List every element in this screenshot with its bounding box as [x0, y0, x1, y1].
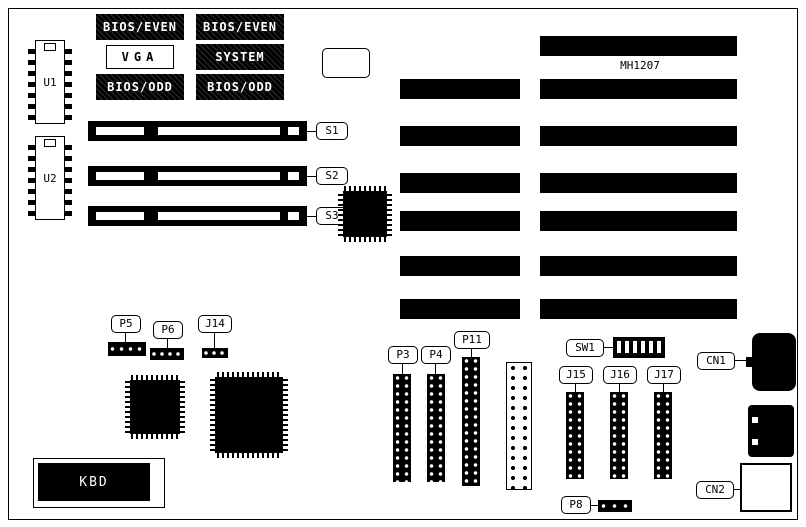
expansion-slot-bar — [540, 256, 737, 276]
chip-pins — [65, 140, 72, 216]
expansion-slot-bar — [400, 256, 520, 276]
chip-pins — [28, 44, 35, 120]
jumper-p6 — [150, 348, 184, 360]
callout-p5: P5 — [111, 315, 141, 333]
callout-p4: P4 — [421, 346, 451, 364]
connector-cn2 — [740, 463, 792, 512]
callout-j14: J14 — [198, 315, 232, 333]
jack-connector — [748, 405, 794, 457]
expansion-slot-bar — [540, 211, 737, 231]
pin-connector-strip — [506, 362, 532, 490]
expansion-slot-bar — [400, 299, 520, 319]
callout-j17: J17 — [647, 366, 681, 384]
callout-p8: P8 — [561, 496, 591, 514]
pin-header-j17 — [654, 392, 672, 479]
callout-s1: S1 — [316, 122, 348, 140]
simm-slot-s1 — [88, 121, 307, 141]
expansion-slot-bar — [400, 211, 520, 231]
din-connector-cn1 — [746, 333, 796, 391]
kbd-label: KBD — [79, 474, 109, 490]
rom-chip-system: SYSTEM — [196, 44, 284, 70]
rom-chip-vga: VGA — [106, 45, 174, 69]
pin-header-j15 — [566, 392, 584, 479]
callout-j15: J15 — [559, 366, 593, 384]
dip-chip-u2: U2 — [28, 136, 72, 220]
rom-chip-bios-odd-2: BIOS/ODD — [196, 74, 284, 100]
kbd-connector: KBD — [33, 458, 165, 508]
callout-s2: S2 — [316, 167, 348, 185]
dip-switch-sw1 — [613, 337, 665, 358]
board-outline — [8, 8, 798, 520]
jumper-j14 — [202, 348, 228, 358]
chip-notch — [44, 139, 56, 147]
expansion-slot-bar — [400, 173, 520, 193]
chip-notch — [44, 43, 56, 51]
callout-sw1: SW1 — [566, 339, 604, 357]
callout-p11: P11 — [454, 331, 490, 349]
rom-chip-bios-even-1: BIOS/EVEN — [96, 14, 184, 40]
jumper-p5 — [108, 342, 146, 356]
rom-chip-bios-odd-1: BIOS/ODD — [96, 74, 184, 100]
qfp-chip — [338, 186, 392, 242]
qfp-chip — [210, 372, 288, 458]
callout-j16: J16 — [603, 366, 637, 384]
callout-p3: P3 — [388, 346, 418, 364]
expansion-slot-bar — [540, 79, 737, 99]
simm-slot-s2 — [88, 166, 307, 186]
simm-slot-s3 — [88, 206, 307, 226]
crystal-oscillator — [322, 48, 370, 78]
dip-chip-u1: U1 — [28, 40, 72, 124]
pin-header-p3 — [393, 374, 411, 482]
chip-pins — [65, 44, 72, 120]
expansion-slot-bar — [540, 173, 737, 193]
expansion-slot-bar — [400, 126, 520, 146]
expansion-slot-bar — [540, 299, 737, 319]
expansion-slot-bar — [540, 126, 737, 146]
chip-label-u2: U2 — [43, 171, 57, 185]
callout-p6: P6 — [153, 321, 183, 339]
part-number-label: MH1207 — [620, 59, 660, 72]
qfp-chip — [125, 375, 185, 439]
pin-header-j16 — [610, 392, 628, 479]
callout-cn2: CN2 — [696, 481, 734, 499]
expansion-slot-bar — [540, 36, 737, 56]
pin-header-p11 — [462, 357, 480, 486]
chip-pins — [28, 140, 35, 216]
chip-label-u1: U1 — [43, 75, 57, 89]
callout-cn1: CN1 — [697, 352, 735, 370]
rom-chip-bios-even-2: BIOS/EVEN — [196, 14, 284, 40]
pin-header-p4 — [427, 374, 445, 482]
jumper-p8 — [598, 500, 632, 512]
expansion-slot-bar — [400, 79, 520, 99]
